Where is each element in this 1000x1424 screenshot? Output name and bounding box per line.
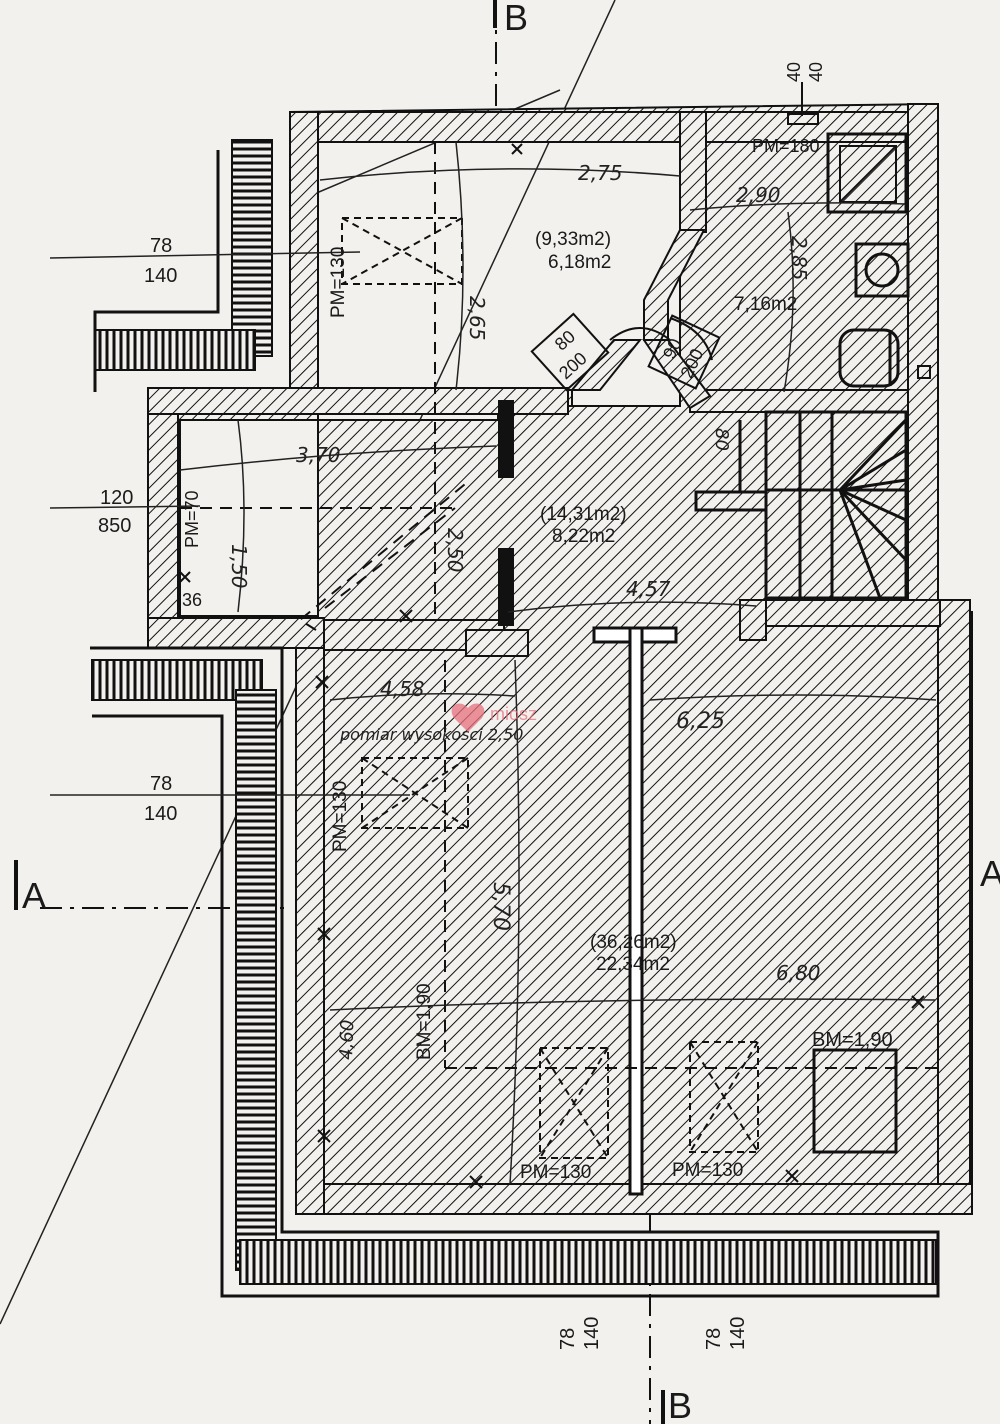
skylight-left	[361, 757, 469, 829]
cross-markers	[179, 143, 925, 1189]
svg-text:78: 78	[150, 773, 172, 795]
watermark: miosz	[451, 703, 537, 732]
svg-text:(9,33m2): (9,33m2)	[535, 229, 611, 250]
dim-80: 80	[711, 428, 732, 451]
dim-150: 1,50	[227, 544, 251, 589]
wall-segments	[147, 103, 973, 1215]
pm-130-top-left: PM=130	[328, 247, 349, 318]
pm-130-bottom-a: PM=130	[520, 1162, 591, 1183]
skylight-bottom-a	[539, 1047, 609, 1159]
window-size-left-mid: 120 850	[98, 487, 133, 537]
section-marker-a-right: A	[980, 853, 1000, 894]
dim-370: 3,70	[296, 443, 341, 467]
staircase	[694, 410, 908, 600]
pm-180-bathroom: PM=180	[752, 136, 820, 156]
svg-text:A: A	[22, 875, 46, 916]
dim-457: 4,57	[626, 577, 671, 601]
shower-fixture	[826, 132, 908, 214]
sink-fixture	[854, 242, 910, 298]
svg-text:B: B	[668, 1385, 692, 1424]
toilet-fixture	[838, 328, 931, 388]
room-label-bathroom: 7,16m2	[734, 294, 797, 315]
skylight-right	[812, 1048, 898, 1154]
svg-text:B: B	[504, 0, 528, 38]
dimension-lines	[49, 141, 937, 1185]
svg-text:78: 78	[703, 1328, 725, 1350]
dim-36: 36	[182, 590, 202, 610]
svg-text:40: 40	[784, 62, 804, 82]
svg-text:120: 120	[100, 487, 133, 509]
pm-130-left: PM=130	[330, 781, 351, 852]
bm-190-left: BM=1,90	[414, 983, 435, 1060]
dim-570: 5,70	[488, 882, 513, 931]
height-lines	[180, 142, 938, 1069]
svg-text:140: 140	[727, 1317, 749, 1350]
svg-text:850: 850	[98, 515, 131, 537]
svg-text:(14,31m2): (14,31m2)	[540, 504, 627, 525]
section-marker-a-left: A	[14, 860, 46, 916]
window-marker-top-right	[787, 82, 819, 125]
svg-text:78: 78	[150, 235, 172, 257]
dim-265: 2,65	[465, 296, 489, 341]
room-label-hall: (14,31m2) 8,22m2	[540, 504, 627, 547]
svg-text:A: A	[980, 853, 1000, 894]
svg-text:78: 78	[557, 1328, 579, 1350]
dim-290: 2,90	[736, 183, 781, 207]
window-size-left-top: 78 140	[144, 235, 177, 287]
dim-285: 2,85	[787, 236, 811, 281]
skylight-bottom-b	[689, 1041, 759, 1153]
hall-partition	[465, 400, 529, 657]
door-b-label: 90 200	[647, 314, 721, 390]
pm-130-bottom-b: PM=130	[672, 1160, 743, 1181]
dim-275: 2,75	[578, 161, 623, 185]
window-size-bottom-b: 78 140	[703, 1317, 749, 1350]
svg-text:(36,26m2): (36,26m2)	[590, 932, 677, 953]
svg-text:140: 140	[144, 803, 177, 825]
roof-strips	[91, 139, 937, 1285]
window-size-bottom-a: 78 140	[557, 1317, 603, 1350]
section-marker-b-bottom: B	[661, 1385, 692, 1424]
skylight-top-left	[341, 217, 463, 285]
central-beam	[592, 626, 678, 1196]
window-size-left-bottom: 78 140	[144, 773, 177, 825]
svg-text:6,18m2: 6,18m2	[548, 252, 611, 273]
section-marker-b-top: B	[493, 0, 528, 38]
dim-680: 6,80	[776, 961, 821, 985]
dim-250: 2,50	[443, 528, 467, 573]
bm-190-right: BM=1,90	[812, 1029, 893, 1051]
svg-text:140: 140	[581, 1317, 603, 1350]
watermark-text: miosz	[490, 704, 537, 724]
room-label-main-attic: (36,26m2) 22,34m2	[590, 932, 677, 975]
svg-text:40: 40	[806, 62, 826, 82]
svg-text:8,22m2: 8,22m2	[552, 526, 615, 547]
dim-460: 4,60	[336, 1019, 358, 1060]
svg-text:140: 140	[144, 265, 177, 287]
pm-70-left: PM=70	[182, 490, 202, 548]
svg-text:7,16m2: 7,16m2	[734, 294, 797, 315]
window-size-top-right: 40 40	[784, 62, 826, 82]
dim-458: 4,58	[380, 677, 425, 701]
dim-625: 6,25	[676, 709, 725, 734]
room-label-top-left: (9,33m2) 6,18m2	[535, 229, 611, 273]
svg-text:22,34m2: 22,34m2	[596, 954, 670, 975]
roof-edge-lines	[90, 150, 940, 1298]
handwritten-note: pomiar wysokosci 2,50	[339, 725, 523, 744]
